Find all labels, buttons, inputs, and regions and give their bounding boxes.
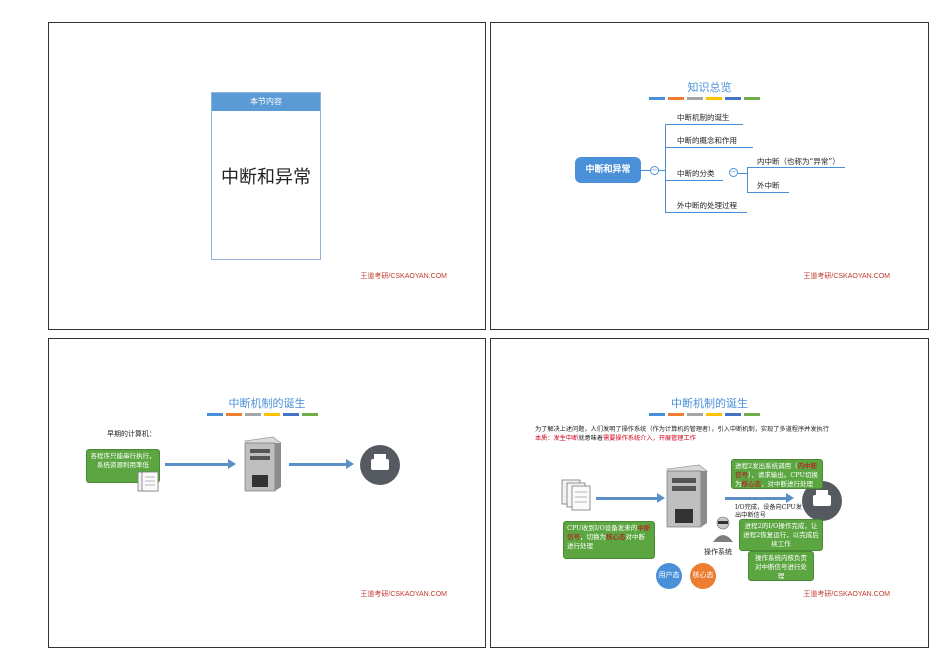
footer-watermark: 王道考研/CSKAOYAN.COM [360,273,447,280]
cpu-red-1: 中断信号 [567,524,651,541]
document-stack-icon [561,479,591,511]
cpu-red-2: 核心态 [606,532,626,541]
flow-arrow [725,493,794,503]
syscall-text-1: 进程2发出系统调用（ [735,462,798,470]
branch-line [665,124,743,126]
cpu-text-1: CPU收到I/O设备发来的 [567,524,638,532]
sub-branch-line [747,192,789,194]
computer-tower-icon [666,464,708,528]
branch-line [665,180,723,182]
computer-tower-icon [244,436,282,492]
slide-1-section-cover: 本节内容 中断和异常 王道考研/CSKAOYAN.COM [48,22,486,330]
os-label: 操作系统 [704,548,732,556]
syscall-note: 进程2发出系统调用（内中断信号），请求输出。CPU切换为核心态，对中断进行处理 [731,459,823,489]
syscall-text-3: ，对中断进行处理 [761,479,813,488]
intro-line: 为了解决上述问题，人们发明了操作系统（作为计算机的管理者），引入中断机制，实现了… [535,426,829,433]
section-box: 本节内容 中断和异常 [211,92,321,260]
serial-execution-note: 各程序只能串行执行，系统资源利用率低 [86,449,160,483]
mindmap-root: 中断和异常 [575,157,641,183]
color-bar [207,413,318,416]
cpu-text-3: 对中断进行处理 [567,532,645,550]
slide-title: 中断机制的诞生 [228,397,306,410]
branch-line [665,212,747,214]
color-bar [649,413,760,416]
mindmap-trunk [665,124,667,212]
collapse-icon[interactable]: − [650,166,659,175]
printer-icon [360,445,400,485]
kernel-mode-badge: 核心态 [690,563,716,589]
cpu-text-2: ，切换为 [580,532,606,541]
slide-title: 中断机制的诞生 [671,397,748,410]
syscall-red-1: 内中断信号 [735,462,818,479]
node-birth: 中断机制的诞生 [677,113,730,122]
footer-watermark: 王道考研/CSKAOYAN.COM [803,591,890,598]
sub-branch-line [747,167,845,169]
document-stack-icon [137,471,159,492]
collapse-icon[interactable]: − [729,168,738,177]
cpu-receive-note: CPU收到I/O设备发来的中断信号，切换为核心态对中断进行处理 [563,521,655,559]
slide-3-birth: 中断机制的诞生 早期的计算机： 各程序只能串行执行，系统资源利用率低 王道考研/… [48,338,486,648]
color-bar [649,97,760,100]
early-computer-label: 早期的计算机： [107,430,156,438]
slide-title: 知识总览 [687,81,732,94]
branch-line [665,147,753,149]
resume-note: 进程2的I/O操作完成，让进程2恢复运行，以完成后续工作 [739,519,823,551]
user-mode-badge: 用户态 [656,563,682,589]
mindmap-connector [659,170,666,172]
essence-red-2: 需要操作系统介入，开展管理工作 [603,435,696,442]
essence-mid: 就意味着 [578,435,604,442]
syscall-red-2: 核心态 [741,479,762,488]
section-title: 中断和异常 [221,167,311,188]
sub-trunk [747,167,749,193]
node-internal: 内中断（也称为“异常”） [757,157,840,166]
slide-2-overview: 知识总览 中断和异常 − 中断机制的诞生 中断的概念和作用 中断的分类 − 内中… [490,22,929,330]
flow-arrow [596,493,665,503]
essence-red-1: 本质：发生中断 [535,435,579,442]
node-external: 外中断 [757,181,780,190]
io-done-note: I/O完成，设备向CPU发出中断信号 [735,504,802,520]
node-process: 外中断的处理过程 [677,201,737,210]
footer-watermark: 王道考研/CSKAOYAN.COM [360,591,447,598]
node-types: 中断的分类 [677,169,715,178]
kernel-handle-note: 操作系统内核负责对中断信号进行处理 [748,551,814,581]
flow-arrow [289,459,354,469]
essence-line: 本质：发生中断就意味着需要操作系统介入，开展管理工作 [535,433,696,442]
footer-watermark: 王道考研/CSKAOYAN.COM [803,273,890,280]
os-person-icon [713,516,733,542]
flow-arrow [165,459,236,469]
node-concept: 中断的概念和作用 [677,136,737,145]
syscall-text-2: ），请求输出。CPU切换为 [735,470,818,488]
slide-4-interrupt-intro: 中断机制的诞生 为了解决上述问题，人们发明了操作系统（作为计算机的管理者），引入… [490,338,929,648]
sub-connector [738,173,748,175]
mindmap-connector [641,170,651,172]
section-header: 本节内容 [212,93,320,111]
